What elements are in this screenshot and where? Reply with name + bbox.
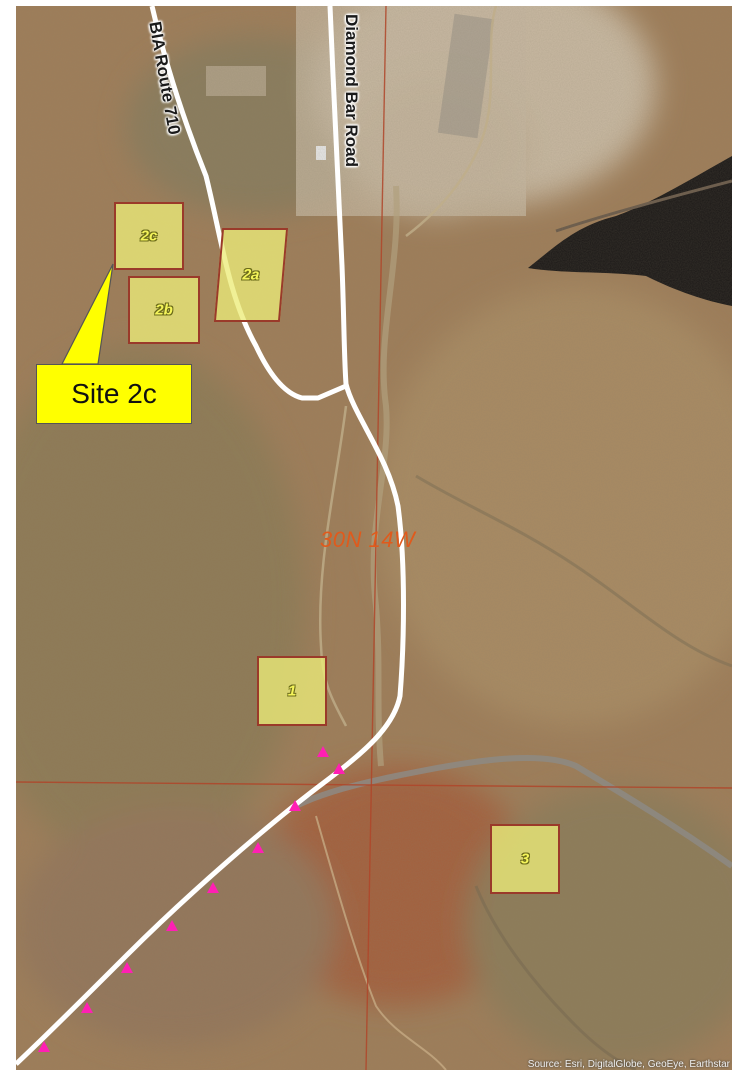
triangle-marker-icon bbox=[207, 882, 219, 893]
triangle-marker-icon bbox=[289, 800, 301, 811]
site-callout: Site 2c bbox=[36, 364, 192, 424]
triangle-marker-icon bbox=[333, 763, 345, 774]
site-label: 3 bbox=[520, 850, 530, 868]
site-2a-parcel[interactable]: 2a bbox=[213, 228, 289, 322]
triangle-marker-icon bbox=[166, 920, 178, 931]
site-1-parcel[interactable]: 1 bbox=[257, 656, 327, 726]
triangle-marker-icon bbox=[38, 1041, 50, 1052]
triangle-marker-icon bbox=[252, 842, 264, 853]
site-label: 1 bbox=[287, 682, 297, 700]
map-attribution: Source: Esri, DigitalGlobe, GeoEye, Eart… bbox=[527, 1059, 730, 1070]
markers bbox=[38, 746, 345, 1052]
triangle-marker-icon bbox=[121, 962, 133, 973]
road-label-diamond-bar: Diamond Bar Road bbox=[342, 14, 361, 168]
triangle-marker-icon bbox=[317, 746, 329, 757]
site-label: 2b bbox=[155, 301, 173, 319]
triangle-marker-icon bbox=[81, 1002, 93, 1013]
site-label: 2a bbox=[241, 266, 261, 284]
site-label: 2c bbox=[140, 227, 158, 245]
satellite-imagery bbox=[16, 6, 732, 1070]
site-3-parcel[interactable]: 3 bbox=[490, 824, 560, 894]
township-range-label: 30N 14W bbox=[320, 527, 416, 552]
site-2c-parcel[interactable]: 2c bbox=[114, 202, 184, 270]
site-2b-parcel[interactable]: 2b bbox=[128, 276, 200, 344]
map-frame[interactable]: BIA Route 710 Diamond Bar Road 2c 2b 2a … bbox=[16, 6, 732, 1070]
